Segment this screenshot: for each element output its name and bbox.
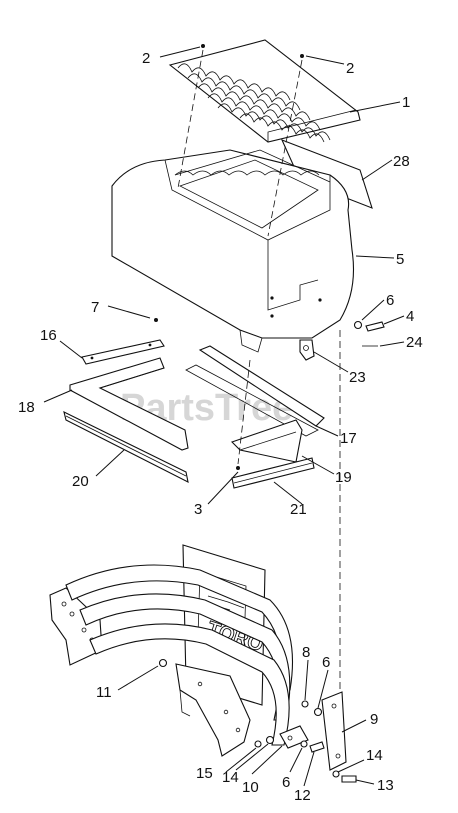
callout-1: 1	[402, 94, 410, 111]
part-11-nut	[158, 658, 168, 668]
callout-17: 17	[340, 430, 357, 447]
callout-9: 9	[370, 711, 378, 728]
part-15-washer	[254, 740, 262, 748]
part-5-housing	[111, 149, 355, 353]
callout-14a: 14	[366, 747, 383, 764]
part-8-screw	[301, 700, 309, 708]
callout-labels: 2 2 1 28 5 7 6 4 24 23 16 18 17 20 19 3 …	[18, 50, 423, 804]
callout-6a: 6	[386, 292, 394, 309]
part-14-washer-left	[265, 735, 275, 745]
callout-3: 3	[194, 501, 202, 518]
callout-4: 4	[406, 308, 414, 325]
part-20-channel	[63, 410, 189, 484]
part-14-washer-right	[332, 770, 340, 778]
callout-18: 18	[18, 399, 35, 416]
part-6-washer-mid	[313, 707, 323, 717]
callout-20: 20	[72, 473, 89, 490]
callout-11: 11	[96, 684, 112, 701]
part-2-screw-left	[201, 44, 205, 48]
part-2-screw-right	[300, 54, 304, 58]
callout-7: 7	[91, 299, 99, 316]
part-6-washer-low	[300, 740, 308, 748]
part-19-bracket	[230, 419, 303, 463]
callout-23: 23	[349, 369, 366, 386]
part-7-fastener	[154, 318, 158, 322]
leader-lines	[43, 46, 405, 787]
callout-28: 28	[393, 153, 410, 170]
callout-14b: 14	[222, 769, 239, 786]
part-17-channel	[185, 345, 325, 437]
callout-8: 8	[302, 644, 310, 661]
part-9-bracket	[321, 691, 347, 771]
part-18-bracket	[69, 357, 189, 451]
part-16-strip	[81, 339, 165, 365]
callout-12: 12	[294, 787, 311, 804]
part-23-latch	[299, 339, 315, 361]
part-6-washer-upper	[353, 320, 363, 330]
callout-13: 13	[377, 777, 394, 794]
alignment-lines	[177, 49, 341, 700]
part-21-channel	[231, 457, 315, 489]
callout-2a: 2	[142, 50, 150, 67]
callout-5: 5	[396, 251, 404, 268]
callout-19: 19	[335, 469, 352, 486]
part-13-bolt	[341, 775, 357, 783]
callout-16: 16	[40, 327, 57, 344]
part-1-corrugated-screen	[168, 39, 361, 143]
part-3-screw	[236, 466, 240, 470]
part-12-screw	[309, 741, 325, 753]
callout-6c: 6	[282, 774, 290, 791]
callout-15: 15	[196, 765, 213, 782]
callout-6b: 6	[322, 654, 330, 671]
callout-2b: 2	[346, 60, 354, 77]
part-4-screw	[365, 321, 385, 332]
callout-21: 21	[290, 501, 307, 518]
callout-24: 24	[406, 334, 423, 351]
callout-10: 10	[242, 779, 259, 796]
lower-frame-assembly: TORO	[49, 544, 293, 757]
